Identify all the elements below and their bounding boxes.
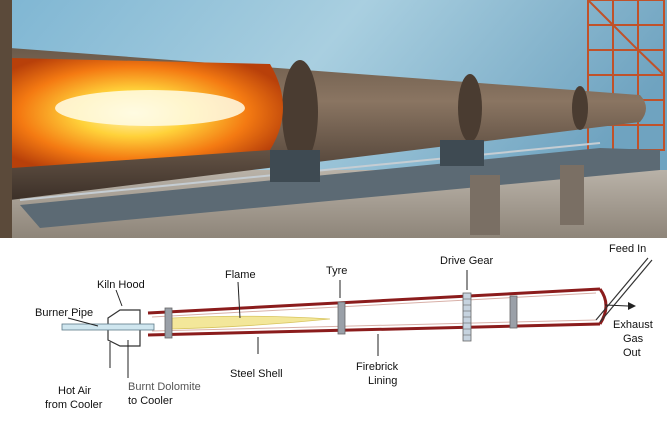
photo-tyre-3 [572,86,588,130]
label-flame: Flame [225,269,256,281]
left-pillar [0,0,12,238]
label-drive-gear: Drive Gear [440,255,494,267]
label-kiln-hood: Kiln Hood [97,279,145,291]
label-burner-pipe: Burner Pipe [35,307,93,319]
kiln-schematic [62,258,652,378]
label-exhaust-1: Exhaust [613,319,653,331]
label-exhaust-3: Out [623,347,641,359]
kiln-photo [0,0,667,238]
feed-pipe-2 [600,260,652,322]
exhaust-arrow [628,302,636,310]
feed-pipe-1 [596,258,648,320]
label-feed-in: Feed In [609,243,646,255]
label-tyre: Tyre [326,265,347,277]
label-steel-shell: Steel Shell [230,368,283,380]
shell-top-line [148,289,600,313]
label-hot-air-2: from Cooler [45,399,103,411]
flame-core [55,90,245,126]
lining-top-line [152,293,596,317]
photo-tyre-2 [458,74,482,142]
tyre-ring-2 [338,302,345,334]
label-burnt-dolomite-1: Burnt Dolomite [128,381,201,393]
label-firebrick-1: Firebrick [356,361,399,373]
label-firebrick-2: Lining [368,375,397,387]
label-burnt-dolomite-2: to Cooler [128,395,173,407]
label-exhaust-2: Gas [623,333,644,345]
burner-pipe [62,324,154,330]
label-hot-air-1: Hot Air [58,385,91,397]
photo-tyre-1 [282,60,318,164]
tyre-ring-1 [165,308,172,338]
tyre-ring-3 [510,296,517,328]
